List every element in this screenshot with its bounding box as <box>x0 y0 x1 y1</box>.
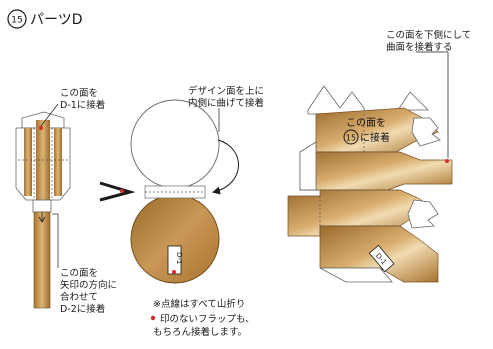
callout-middle-line-1: デザイン面を上に <box>188 85 264 97</box>
left-stripe-1 <box>24 128 32 196</box>
note-line-2: 印のないフラップも、 <box>160 313 255 325</box>
lower-disc-tab-text: D-1 <box>175 252 183 264</box>
on-part-number: 15 <box>346 134 356 143</box>
left-stem-neck <box>32 199 52 213</box>
callout-left-top-line-1: この面を <box>60 88 98 99</box>
callout-right-line-2: 曲面を接着する <box>386 41 453 53</box>
right-lower-tip <box>407 199 439 229</box>
middle-part: D-1 <box>99 99 239 284</box>
right-part: D-1 <box>287 85 453 283</box>
lower-disc-glue-marker <box>172 270 176 274</box>
on-part-label-line-1: この面を <box>346 117 386 129</box>
callout-left-top: この面を D-1に接着 <box>40 88 105 127</box>
on-part-number-badge <box>343 129 359 145</box>
note-marker-icon <box>150 315 156 321</box>
callout-right-line-1: この面を下側にして <box>386 29 471 41</box>
title-group: 15 パーツD <box>7 9 83 29</box>
notes: ※点線はすべて山折り 印のないフラップも、 もちろん接着します。 <box>150 298 255 338</box>
title-number: 15 <box>11 16 22 26</box>
callout-left-bottom: この面を 矢印の方向に 合わせて D-2に接着 <box>52 213 117 315</box>
left-stripe-3 <box>54 128 62 196</box>
right-bottom-flap <box>319 267 393 283</box>
right-bottom-tab <box>368 244 395 273</box>
callout-middle: デザイン面を上に 内側に曲げて接着 <box>188 85 264 132</box>
callout-left-top-line-2: D-1に接着 <box>60 99 105 111</box>
right-glue-marker <box>445 159 449 163</box>
left-part <box>15 111 71 309</box>
note-line-1: ※点線はすべて山折り <box>153 298 245 310</box>
title-number-badge <box>7 9 27 29</box>
callout-right: この面を下側にして 曲面を接着する <box>386 29 471 158</box>
on-part-label: この面を 15 に接着 <box>343 117 390 145</box>
left-glue-marker <box>39 126 43 130</box>
right-top-tabs <box>307 85 365 115</box>
v-glue-marker <box>120 189 124 193</box>
lower-disc-tab <box>167 245 182 275</box>
right-upper-tip <box>411 117 441 147</box>
upper-disc <box>130 99 220 189</box>
callout-middle-line-2: 内側に曲げて接着 <box>188 97 264 109</box>
curve-arrow <box>212 139 239 195</box>
note-line-3: もちろん接着します。 <box>153 326 247 338</box>
title-text: パーツD <box>30 12 83 28</box>
right-middle-band <box>299 151 453 191</box>
callout-left-bottom-line-3: 合わせて <box>60 291 98 303</box>
v-notch <box>99 181 136 202</box>
on-part-label-line-2: に接着 <box>360 131 390 144</box>
left-stem <box>33 211 51 309</box>
right-top-tab-2 <box>397 91 429 111</box>
right-side-flap <box>299 141 317 191</box>
callout-left-bottom-line-1: この面を <box>60 268 98 279</box>
callout-left-bottom-line-2: 矢印の方向に <box>60 279 117 291</box>
callout-left-bottom-line-4: D-2に接着 <box>60 303 105 315</box>
